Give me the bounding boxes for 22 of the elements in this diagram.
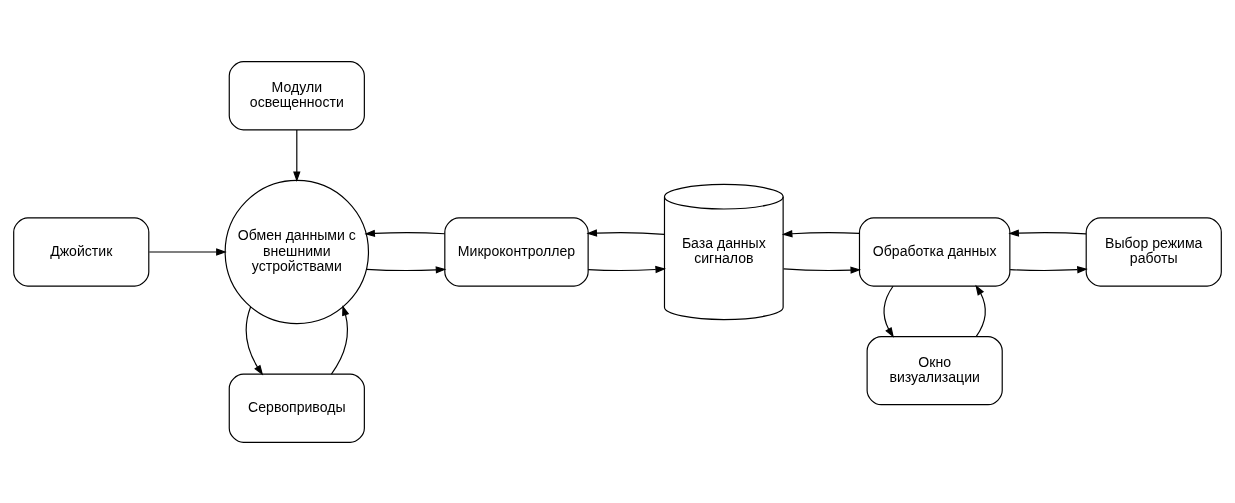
- node-box: Микроконтроллер: [444, 216, 589, 287]
- arrow: [148, 247, 227, 256]
- arrow: [330, 304, 350, 375]
- arrow: [245, 305, 264, 376]
- arrow: [883, 285, 894, 338]
- node-box: Джойстик: [13, 216, 150, 287]
- arrow: [365, 265, 447, 274]
- arrow: [781, 229, 860, 237]
- node-box: Окно визуализации: [866, 335, 1003, 405]
- node-box: Выбор режима работы: [1085, 216, 1222, 287]
- arrow: [1008, 228, 1087, 237]
- node-box: Обработка данных: [858, 216, 1011, 287]
- node-box: Модули освещенности: [228, 60, 365, 130]
- arrow: [1009, 265, 1088, 273]
- arrow: [364, 229, 446, 237]
- arrow: [783, 265, 862, 274]
- arrow: [975, 284, 986, 337]
- arrow: [587, 265, 666, 273]
- arrow: [586, 228, 665, 237]
- node-circle: Обмен данными с внешними устройствами: [224, 179, 370, 324]
- arrow: [293, 129, 301, 182]
- node-box: Сервоприводы: [228, 373, 365, 443]
